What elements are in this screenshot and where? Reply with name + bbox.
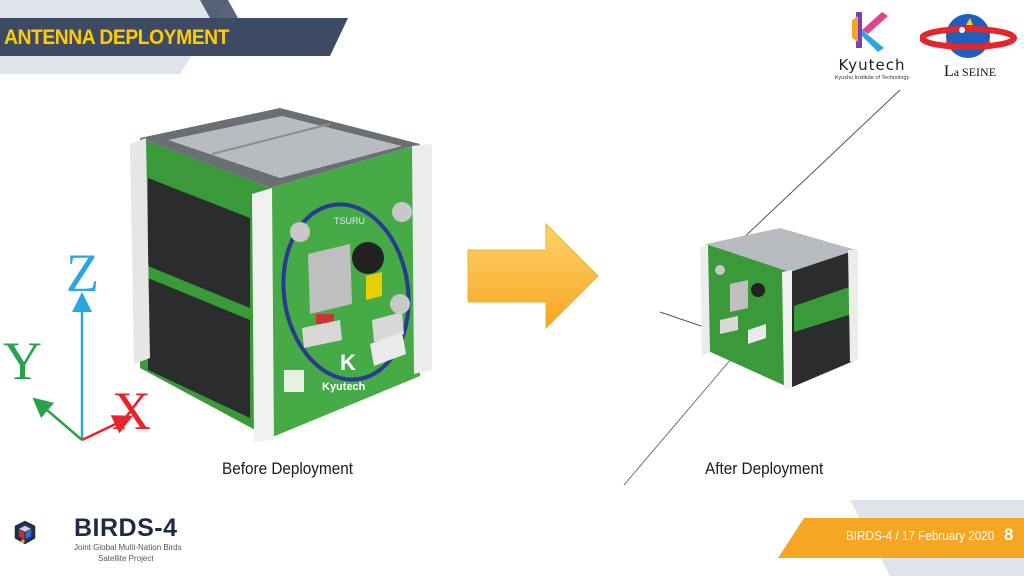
laseine-globe-icon: [919, 14, 1017, 58]
page-number: 8: [1004, 525, 1014, 544]
svg-text:K: K: [340, 350, 356, 375]
footer-banner: [778, 500, 1024, 576]
satellite-before-image: K TSURU Kyutech: [130, 108, 432, 442]
title-banner: [0, 0, 348, 74]
slide-title: ANTENNA DEPLOYMENT: [4, 26, 229, 49]
board-text: Kyutech: [322, 381, 366, 393]
caption-after: After Deployment: [705, 459, 824, 478]
axis-x-label: X: [112, 381, 151, 441]
footer-text: BIRDS-4 / 17 February 2020: [846, 528, 995, 543]
axis-y-label: Y: [3, 331, 42, 391]
kyutech-subtitle: Kyushu Institute of Technology: [834, 75, 910, 81]
panel-text: TSURU: [334, 216, 365, 226]
birds4-logo-icon: [14, 520, 36, 545]
caption-before: Before Deployment: [222, 459, 353, 478]
laseine-name: La SEINE: [943, 63, 997, 80]
birds4-subtitle-line2: Satellite Project: [98, 554, 154, 563]
xyz-axes: [32, 292, 134, 442]
kyutech-logo: Kyutech Kyushu Institute of Technology: [826, 6, 918, 84]
deployment-arrow: [467, 222, 599, 330]
axis-z-label: Z: [66, 243, 99, 303]
kyutech-name: Kyutech: [838, 56, 906, 74]
birds4-subtitle-line1: Joint Global Multi-Nation Birds: [74, 543, 182, 552]
birds4-name: BIRDS-4: [74, 514, 178, 542]
kyutech-k-icon: [852, 12, 888, 52]
satellite-after-image: [623, 89, 900, 486]
laseine-logo: La SEINE: [919, 8, 1020, 84]
